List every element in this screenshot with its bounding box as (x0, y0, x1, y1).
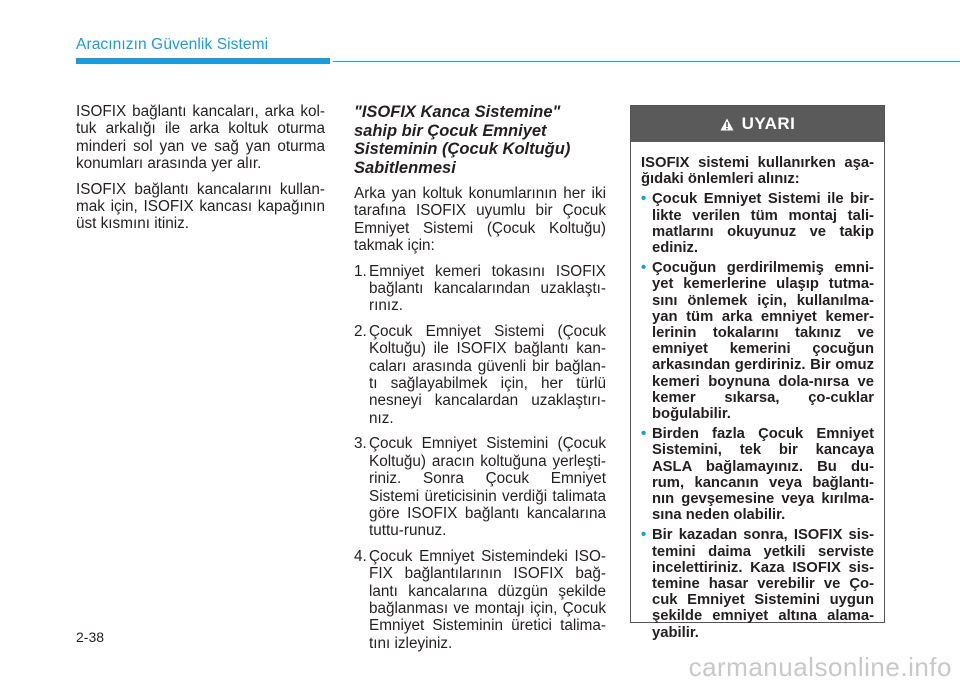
page-number: 2-38 (76, 629, 105, 645)
bullet-text: Birden fazla Çocuk Emniyet Sistemini, te… (652, 426, 874, 524)
bullet-dot: • (641, 527, 647, 544)
step-item: 2. Çocuk Emniyet Sistemi (Çocuk Koltuğu)… (354, 323, 606, 427)
step-number: 3. (354, 435, 367, 453)
warning-triangle-icon (720, 118, 734, 130)
warning-header: UYARI (631, 106, 884, 142)
warning-bullet: • Çocuk Emniyet Sistemi ile bir-likte ve… (641, 191, 874, 256)
warning-body: ISOFIX sistemi kullanırken aşa-ğıdaki ön… (631, 142, 884, 641)
step-item: 4. Çocuk Emniyet Sistemindeki ISO-FIX ba… (354, 548, 606, 652)
warning-box: UYARI ISOFIX sistemi kullanırken aşa-ğıd… (630, 105, 885, 641)
warning-bullet: • Bir kazadan sonra, ISOFIX sis-temini d… (641, 527, 874, 640)
warning-intro: ISOFIX sistemi kullanırken aşa-ğıdaki ön… (641, 155, 874, 188)
bullet-text: Bir kazadan sonra, ISOFIX sis-temini dai… (652, 527, 874, 641)
section-intro: Arka yan koltuk konumlarının her iki tar… (354, 185, 606, 255)
step-text: Çocuk Emniyet Sistemini (Çocuk Koltuğu) … (369, 435, 606, 540)
bullet-dot: • (641, 191, 647, 208)
step-number: 4. (354, 547, 367, 565)
watermark: carmanualsonline.info (688, 652, 952, 682)
section-title: "ISOFIX Kanca Sistemine" sahip bir Çocuk… (354, 103, 571, 177)
step-number: 2. (354, 322, 367, 340)
warning-heading: UYARI (741, 114, 796, 133)
header-rule-thin (333, 61, 960, 62)
step-item: 3. Çocuk Emniyet Sistemini (Çocuk Koltuğ… (354, 435, 606, 539)
bullet-text: Çocuğun gerdirilmemiş emni-yet kemerleri… (652, 260, 874, 423)
bullet-dot: • (641, 260, 647, 277)
warning-bullet: • Çocuğun gerdirilmemiş emni-yet kemerle… (641, 260, 874, 422)
column-left: ISOFIX bağlantı kancaları, arka kol-tuk … (76, 103, 325, 241)
step-number: 1. (354, 262, 367, 280)
page-header-title: Aracınızın Güvenlik Sistemi (76, 36, 269, 53)
warning-bullet: • Birden fazla Çocuk Emniyet Sistemini, … (641, 426, 874, 523)
header-rule-thick (76, 58, 330, 64)
paragraph: ISOFIX bağlantı kancalarını kullan-mak i… (76, 180, 325, 233)
step-item: 1. Emniyet kemeri tokasını ISOFIX bağlan… (354, 263, 606, 315)
step-text: Çocuk Emniyet Sistemindeki ISO-FIX bağla… (369, 547, 606, 652)
step-text: Çocuk Emniyet Sistemi (Çocuk Koltuğu) il… (369, 322, 606, 427)
bullet-dot: • (641, 426, 647, 443)
bullet-text: Çocuk Emniyet Sistemi ile bir-likte veri… (652, 191, 874, 257)
column-middle: "ISOFIX Kanca Sistemine" sahip bir Çocuk… (354, 103, 606, 660)
step-text: Emniyet kemeri tokasını ISOFIX bağlantı … (369, 262, 606, 315)
paragraph: ISOFIX bağlantı kancaları, arka kol-tuk … (76, 103, 325, 173)
